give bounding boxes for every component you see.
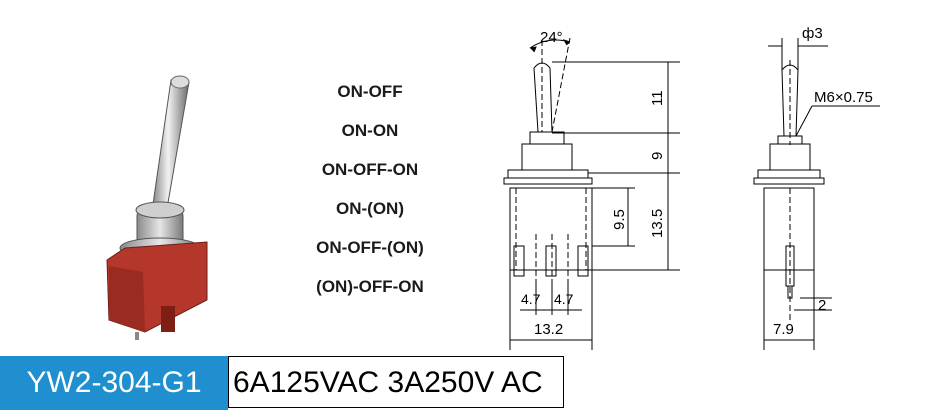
- toggle-switch-photo: [106, 75, 208, 340]
- switch-mode-list: ON-OFF ON-ON ON-OFF-ON ON-(ON) ON-OFF-(O…: [285, 72, 455, 306]
- dimension-drawing: 24° 4.7 4.7 13.2 11 9 9.5 13.5 ф3 M6×0.7…: [503, 25, 880, 350]
- dim-pin-spacing-1: 4.7: [521, 291, 541, 307]
- dim-thread: M6×0.75: [814, 89, 873, 106]
- dim-lever-diameter: ф3: [802, 25, 823, 42]
- dim-bushing-height: 9: [649, 152, 666, 160]
- mode-item: ON-(ON): [336, 199, 404, 218]
- dim-body-height: 13.5: [649, 209, 666, 238]
- mode-item: ON-OFF-ON: [321, 160, 419, 179]
- dim-angle: 24°: [540, 29, 563, 46]
- mode-item: ON-OFF: [337, 82, 403, 101]
- mode-item: (ON)-OFF-ON: [316, 277, 424, 296]
- dim-lever-length: 11: [649, 90, 666, 106]
- dim-terminal-width: 2: [818, 297, 826, 314]
- dim-pin-length: 9.5: [611, 209, 628, 230]
- mode-item: ON-OFF-(ON): [316, 238, 424, 257]
- mode-item: ON-ON: [341, 121, 399, 140]
- dim-pin-spacing-2: 4.7: [554, 291, 574, 307]
- dim-body-width: 13.2: [534, 321, 563, 338]
- dim-body-depth: 7.9: [773, 321, 794, 338]
- electrical-rating: 6A125VAC 3A250V AC: [228, 356, 564, 408]
- model-badge: YW2-304-G1: [0, 356, 228, 410]
